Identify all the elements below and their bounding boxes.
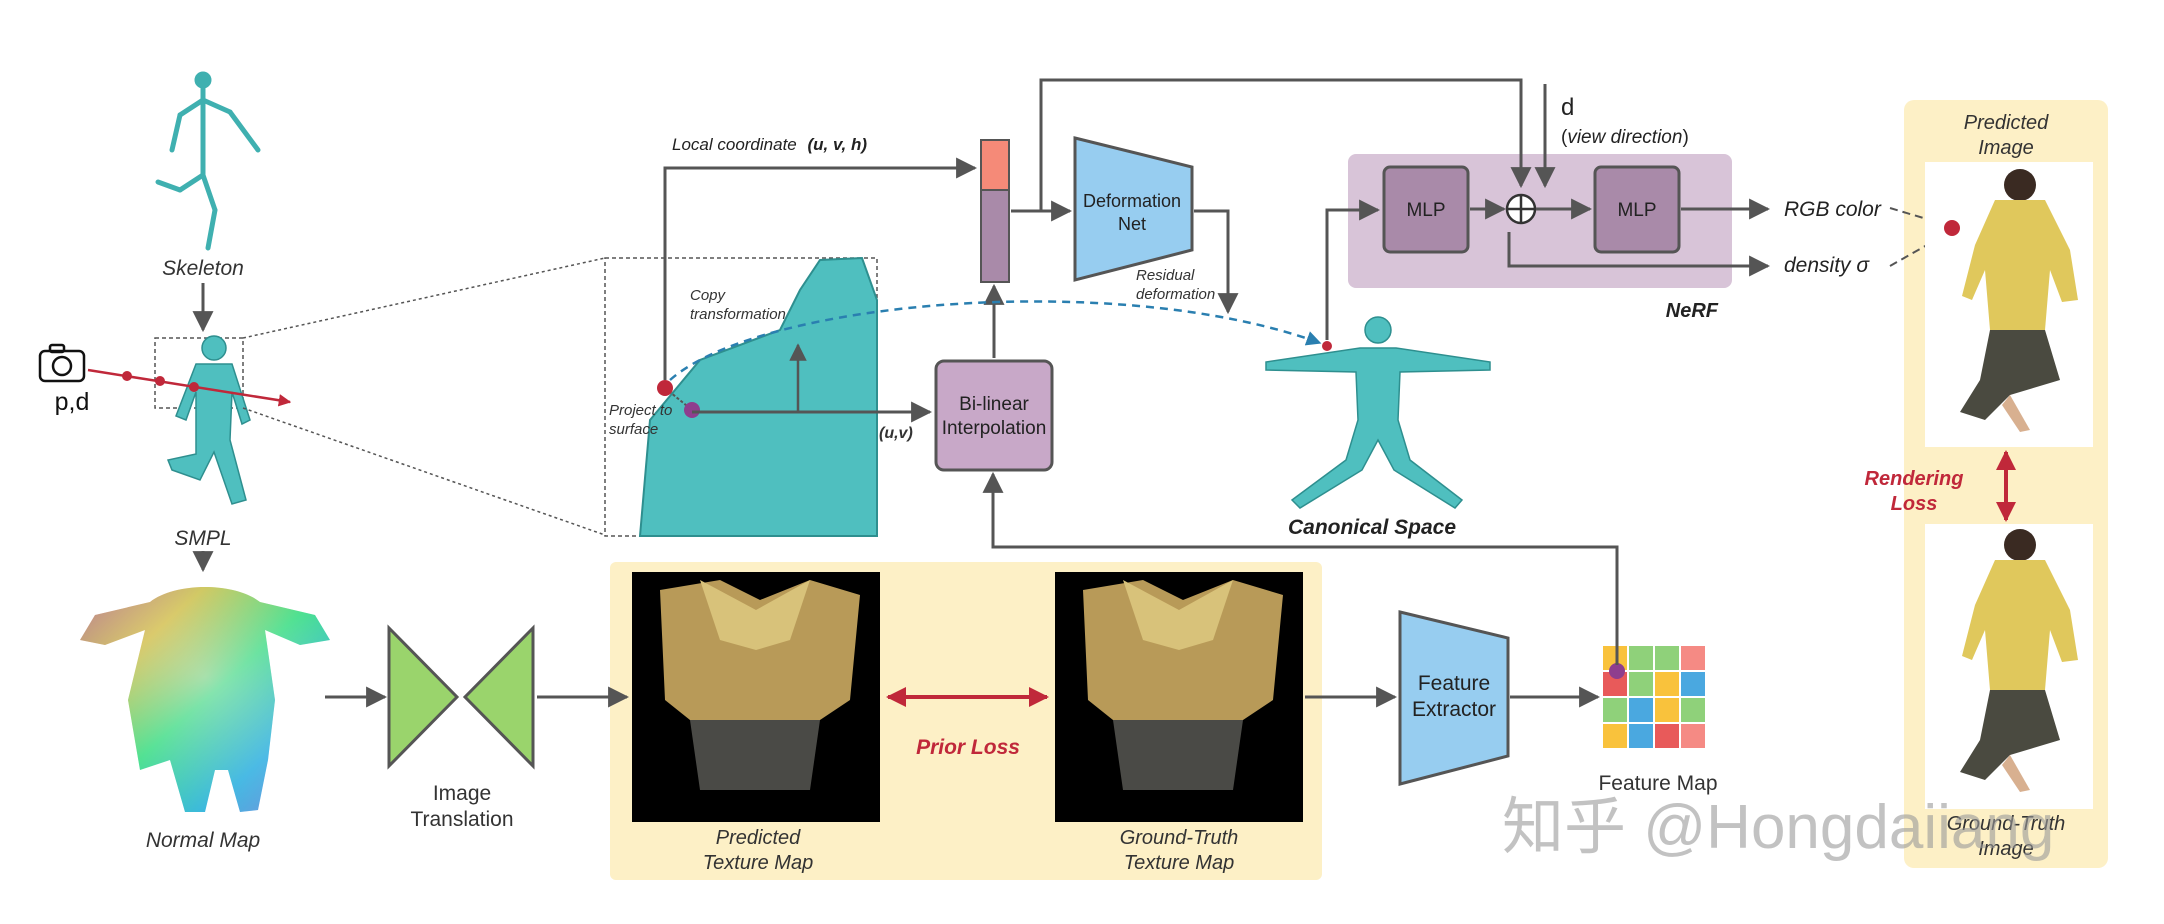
local-coordinate-arrow <box>663 157 978 380</box>
predicted-texture-label-2: Texture Map <box>703 852 813 874</box>
rgb-label: RGB color <box>1784 198 1882 221</box>
ray-sample-point <box>155 376 165 386</box>
feature-map-cell <box>1653 670 1681 698</box>
residual-label-2: deformation <box>1136 286 1215 303</box>
feature-extractor-label-1: Feature <box>1418 672 1490 695</box>
watermark-text: 知乎 @Hongdaiiang <box>1502 793 2054 862</box>
mlp-block-2 <box>1593 165 1681 254</box>
feature-sample-point <box>1609 663 1625 679</box>
ground-truth-texture-image <box>1055 572 1303 822</box>
query-point <box>657 380 673 396</box>
skeleton-figure <box>155 71 261 251</box>
canonical-to-mlp-arrow <box>1325 199 1381 340</box>
feature-map-label: Feature Map <box>1598 772 1717 795</box>
predicted-image-label-2: Image <box>1978 137 2034 159</box>
uv-label: (u,v) <box>879 425 913 442</box>
feature-map-cell <box>1627 722 1655 750</box>
ground-truth-image <box>1925 524 2093 809</box>
project-label-2: surface <box>609 421 658 438</box>
camera-ray <box>87 368 292 407</box>
feature-extractor-block <box>1398 610 1510 786</box>
normal-map-image <box>80 587 330 812</box>
residual-label-1: Residual <box>1136 267 1195 284</box>
feature-map-cell <box>1601 722 1629 750</box>
feature-to-bilinear-arrow <box>982 471 1619 665</box>
concat-operator-icon <box>1505 193 1537 225</box>
nerf-label: NeRF <box>1666 300 1719 322</box>
smpl-label: SMPL <box>174 527 231 550</box>
canonical-body-figure <box>1265 316 1491 509</box>
copy-transform-label-2: transformation <box>690 306 786 323</box>
feature-map-cell <box>1679 722 1707 750</box>
ray-sample-point <box>189 382 199 392</box>
feature-map-cell <box>1679 644 1707 672</box>
prior-loss-label: Prior Loss <box>916 736 1020 759</box>
image-translation-network <box>387 624 535 770</box>
deformation-label-1: Deformation <box>1083 191 1181 211</box>
feature-map-cell <box>1627 696 1655 724</box>
smpl-zoom-box <box>154 337 244 409</box>
image-translation-label-2: Translation <box>410 808 513 831</box>
projected-surface-point <box>684 402 700 418</box>
view-direction-d-label: d <box>1561 94 1574 121</box>
canonical-space-label: Canonical Space <box>1288 516 1456 539</box>
gt-image-label-1: Ground-Truth <box>1947 813 2066 835</box>
rendering-loss-label-1: Rendering <box>1865 468 1964 490</box>
feature-vector <box>980 189 1010 283</box>
smpl-figure <box>166 335 251 505</box>
skeleton-label: Skeleton <box>162 257 244 280</box>
feature-map-cell <box>1601 696 1629 724</box>
rendered-pixel-point <box>1944 220 1960 236</box>
density-output-arrow <box>1507 232 1771 277</box>
mlp-block-1 <box>1382 165 1470 254</box>
canonical-sample-point <box>1322 341 1332 351</box>
feature-map-cell <box>1627 644 1655 672</box>
camera-icon <box>38 343 86 383</box>
bilinear-label-2: Interpolation <box>942 418 1047 439</box>
predicted-image <box>1925 162 2093 447</box>
copy-transform-label-1: Copy <box>690 287 727 304</box>
canonical-mapping-curve <box>669 300 1322 381</box>
zoom-guide-line <box>242 407 606 536</box>
gt-texture-label-2: Texture Map <box>1124 852 1234 874</box>
ray-sample-point <box>122 371 132 381</box>
feature-extractor-label-2: Extractor <box>1412 698 1496 721</box>
zoom-guide-line <box>242 257 606 339</box>
rendering-loss-label-2: Loss <box>1891 493 1938 515</box>
feature-map-cell <box>1627 670 1655 698</box>
residual-deformation-arrow <box>1194 209 1239 315</box>
local-coordinate-vector <box>980 139 1010 191</box>
feature-map-cell <box>1653 722 1681 750</box>
camera-label: p,d <box>55 388 90 416</box>
feature-map-cell <box>1679 670 1707 698</box>
feature-map-cell <box>1653 696 1681 724</box>
predicted-image-label-1: Predicted <box>1964 112 2049 134</box>
density-label: density σ <box>1784 254 1870 277</box>
gt-texture-label-1: Ground-Truth <box>1120 827 1239 849</box>
normal-map-label: Normal Map <box>146 829 260 852</box>
local-coordinate-label: Local coordinate (u, v, h) <box>672 135 867 154</box>
view-direction-label: (view direction) <box>1561 127 1689 148</box>
feature-map-cell <box>1679 696 1707 724</box>
deformation-label-2: Net <box>1118 214 1146 234</box>
project-label-1: Project to <box>609 402 672 419</box>
mlp2-label: MLP <box>1617 200 1656 221</box>
gt-image-label-2: Image <box>1978 838 2034 860</box>
feature-map-cell <box>1653 644 1681 672</box>
image-translation-label-1: Image <box>433 782 491 805</box>
mlp1-label: MLP <box>1406 200 1445 221</box>
deformation-net-block <box>1073 136 1194 282</box>
bilinear-interpolation-block <box>934 359 1054 472</box>
vector-to-concat-arrow <box>1039 78 1532 211</box>
predicted-texture-label-1: Predicted <box>716 827 801 849</box>
feature-map-grid <box>1601 644 1707 750</box>
bilinear-label-1: Bi-linear <box>959 394 1029 415</box>
predicted-texture-image <box>632 572 880 822</box>
magnified-body-surface <box>638 256 878 537</box>
